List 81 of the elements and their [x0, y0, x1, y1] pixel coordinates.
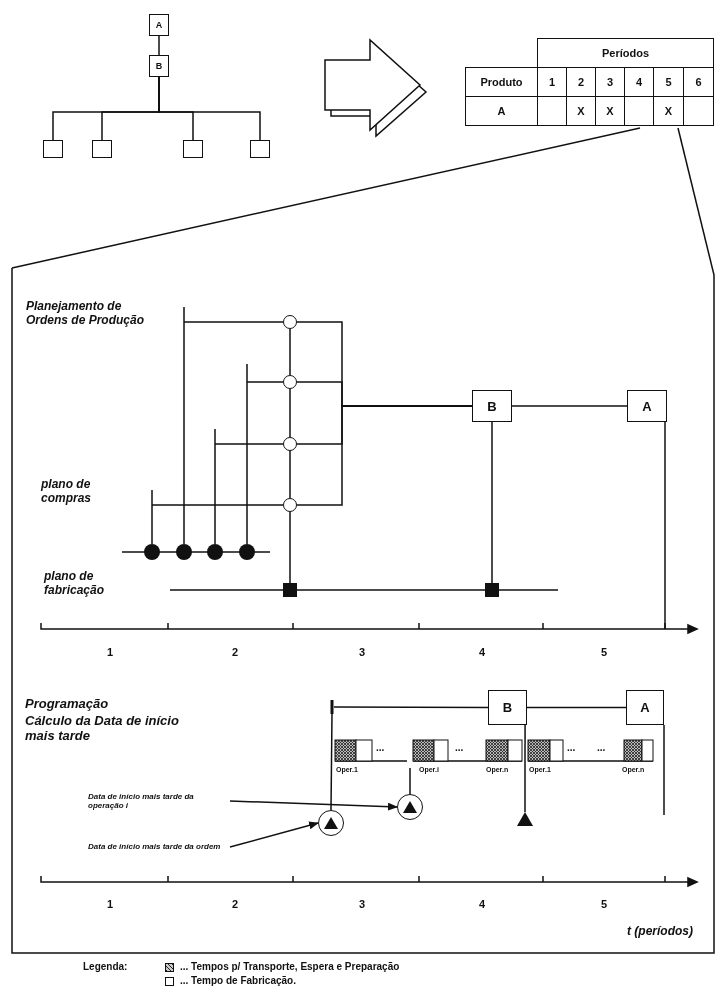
item-box: A	[627, 390, 667, 422]
connector-line	[289, 450, 291, 499]
item-box: B	[488, 690, 527, 725]
item-box	[183, 140, 203, 158]
start-date-marker	[397, 794, 423, 820]
period-header: 2	[566, 67, 596, 97]
period-header: 3	[595, 67, 625, 97]
period-header: 1	[537, 67, 567, 97]
order-circle	[283, 315, 297, 329]
ellipsis-text: ...	[455, 742, 465, 754]
start-date-marker	[517, 812, 533, 826]
column-group-header: Períodos	[537, 38, 714, 68]
line-label: plano de fabricação	[44, 570, 106, 598]
connector-line	[289, 328, 291, 376]
legend-text: ... Tempo de Fabricação.	[180, 975, 296, 987]
line-label: plano de compras	[41, 478, 93, 506]
item-box: A	[149, 14, 169, 36]
connector-line	[183, 306, 284, 545]
connector-line	[663, 724, 665, 816]
ellipsis-text: ...	[567, 742, 577, 754]
axis-title: t (períodos)	[626, 925, 693, 939]
item-box: A	[626, 690, 664, 725]
column-header: Produto	[465, 67, 538, 97]
legend-text: ... Tempos p/ Transporte, Espera e Preparação	[180, 961, 400, 973]
production-square	[485, 583, 499, 597]
legend-title: Legenda:	[83, 961, 129, 973]
item-box	[43, 140, 63, 158]
annotation-text: Data de início mais tarde da operação i	[88, 788, 230, 814]
purchase-dot	[207, 544, 223, 560]
ellipsis-text: ...	[376, 742, 386, 754]
connector-line	[246, 363, 284, 545]
order-circle	[283, 498, 297, 512]
connector-line	[289, 388, 291, 438]
section-heading: Programação	[25, 697, 110, 712]
connector-line	[214, 428, 284, 545]
connector-line	[296, 405, 473, 506]
product-name: A	[465, 96, 538, 126]
connector-line	[526, 706, 627, 709]
period-number: 4	[477, 898, 487, 911]
connector-line	[491, 421, 493, 584]
period-number: 5	[599, 898, 609, 911]
connector-line	[664, 421, 666, 630]
period-number: 1	[105, 898, 115, 911]
item-box	[250, 140, 270, 158]
connector-line	[524, 724, 526, 813]
item-box	[92, 140, 112, 158]
connector-line	[333, 706, 489, 709]
order-mark: X	[595, 96, 625, 126]
connector-line	[158, 35, 160, 56]
item-box: B	[149, 55, 169, 77]
connector-line	[409, 767, 411, 795]
period-header: 4	[624, 67, 654, 97]
connector-line	[289, 511, 291, 584]
period-number: 2	[230, 898, 240, 911]
order-mark: X	[566, 96, 596, 126]
order-mark: X	[653, 96, 684, 126]
start-date-marker	[318, 810, 344, 836]
section-heading: Cálculo da Data de início mais tarde	[25, 714, 180, 744]
production-square	[283, 583, 297, 597]
period-number: 1	[105, 646, 115, 659]
section-heading: Planejamento de Ordens de Produção	[26, 300, 146, 328]
order-circle	[283, 437, 297, 451]
arrow	[229, 800, 398, 811]
order-circle	[283, 375, 297, 389]
purchase-dot	[144, 544, 160, 560]
period-number: 2	[230, 646, 240, 659]
connector-line	[151, 489, 284, 545]
annotation-text: Data de início mais tarde da ordem	[88, 834, 230, 860]
ellipsis-text: ...	[597, 742, 607, 754]
purchase-dot	[176, 544, 192, 560]
period-number: 3	[357, 898, 367, 911]
period-number: 4	[477, 646, 487, 659]
period-number: 5	[599, 646, 609, 659]
purchase-dot	[239, 544, 255, 560]
item-box: B	[472, 390, 512, 422]
period-number: 3	[357, 646, 367, 659]
period-header: 5	[653, 67, 684, 97]
period-header: 6	[683, 67, 714, 97]
connector-line	[330, 713, 333, 811]
connector-line	[511, 405, 628, 407]
arrow	[229, 821, 319, 848]
